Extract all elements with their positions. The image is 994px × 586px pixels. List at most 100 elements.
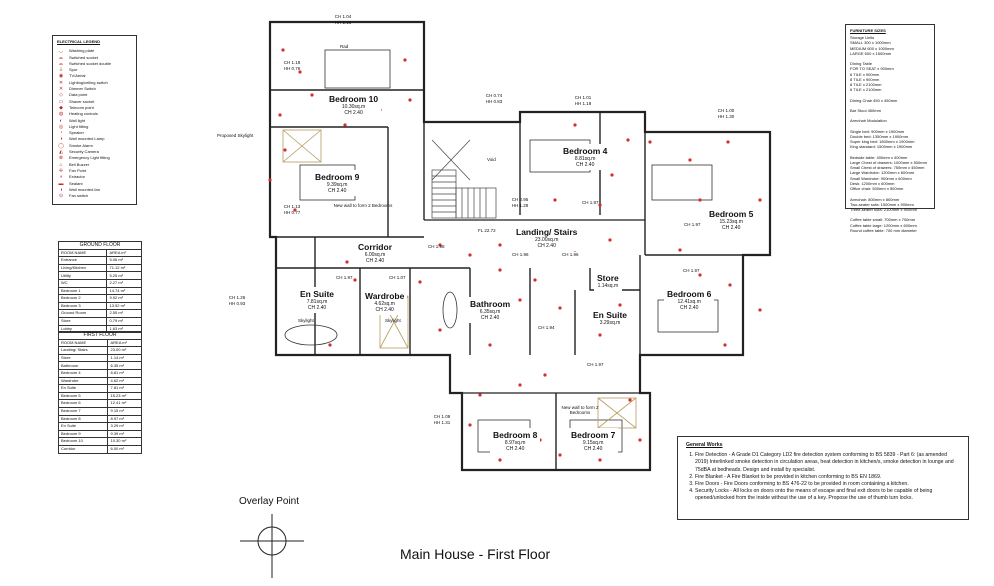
legend-item-label: Lighting/ceiling switch: [69, 79, 108, 85]
electrical-point: [638, 438, 642, 442]
general-works-title: General Works: [686, 442, 723, 448]
legend-item: ▬Sealant: [57, 181, 132, 187]
ceiling-height-197c: CH 1.97: [683, 268, 700, 273]
legend-symbol-icon: ◖: [59, 174, 63, 181]
legend-item: ◔ Speaker: [57, 130, 132, 136]
legend-item: ◯Smoke Alarm: [57, 143, 132, 149]
ceiling-height-bedroom-9: CH 1.13 HH 0.77: [283, 204, 301, 215]
electrical-point: [628, 398, 632, 402]
legend-symbol-icon: ✕: [58, 79, 64, 86]
legend-item-label: Speaker: [69, 130, 84, 136]
furniture-size-line: Coffee table small: 700mm x 700mm: [850, 217, 916, 223]
electrical-point: [498, 268, 502, 272]
general-works-list: Fire Detection - A Grade D1 Category LD2…: [686, 452, 960, 502]
furniture-size-line: Dining Chair 450 x 450mm: [850, 97, 898, 103]
legend-item: ◎ Light fitting: [57, 124, 132, 130]
electrical-point: [468, 423, 472, 427]
electrical-point: [283, 148, 287, 152]
ceiling-height-197d: CH 1.97: [587, 362, 604, 367]
ceiling-height-top-4: CH 1.00 HH 1.30: [717, 108, 735, 119]
legend-symbol-icon: ▭: [58, 98, 64, 105]
legend-symbol-icon: ⏚: [58, 67, 64, 74]
electrical-point: [328, 343, 332, 347]
electrical-point: [626, 138, 630, 142]
note-new-wall-bedroom-7: New wall to form 2 Bedrooms: [561, 405, 599, 415]
legend-item-label: Fan switch: [69, 193, 89, 199]
legend-item: ✢Fan Point: [57, 168, 132, 174]
electrical-point: [488, 343, 492, 347]
ceiling-height-198: CH 1.98: [428, 244, 445, 249]
electrical-point: [278, 113, 282, 117]
legend-item-label: Heating controls: [69, 111, 98, 117]
general-works-item: Fire Doors - Fire Doors conforming to BS…: [695, 481, 960, 488]
legend-item-label: Bell Buzzer: [69, 161, 90, 167]
stairs: [431, 139, 497, 219]
legend-item-label: Data point: [69, 92, 88, 98]
legend-item-label: Light fitting: [69, 123, 89, 129]
legend-symbol-icon: ◎: [58, 123, 64, 130]
legend-item-label: Sealant: [69, 180, 83, 186]
furniture-size-line: Office chair: 500mm x 500mm: [850, 186, 904, 192]
legend-item: ◑Wall mounted fan: [57, 187, 132, 193]
electrical-point: [678, 248, 682, 252]
legend-item-label: Shaver socket: [69, 98, 95, 104]
legend-symbol-icon: ◑: [59, 136, 63, 143]
furniture-size-line: Armchair Modulation: [850, 118, 887, 124]
overlay-point-label: Overlay Point: [239, 496, 300, 507]
legend-symbol-icon: ◡: [58, 48, 64, 55]
furniture-size-line: Small Chest of drawers: 750mm x 450mm: [850, 165, 925, 171]
note-proposed-skylight: Proposed Skylight: [217, 133, 254, 138]
ceiling-height-lower: CH 1.09 HH 1.31: [433, 414, 451, 425]
furniture-size-line: Storage Units: [850, 35, 875, 41]
area-cell: 6.00 m²: [107, 444, 142, 454]
electrical-point: [438, 328, 442, 332]
legend-item-label: Spur: [69, 67, 78, 73]
furniture-size-line: Large Chest of drawers: 1000mm x 500mm: [850, 160, 927, 166]
furniture-size-line: Double bed: 1350mm x 1900mm: [850, 134, 909, 140]
ceiling-height-197: CH 1.97: [582, 200, 599, 205]
note-void: Void: [487, 157, 496, 162]
general-works-item: Security Locks - All locks on doors onto…: [695, 488, 960, 502]
legend-symbol-icon: ⌂: [59, 161, 63, 168]
legend-item: ◇Data point: [57, 92, 132, 98]
furniture-size-line: SMALL 300 x 1000mm: [850, 40, 891, 46]
ceiling-height-bedroom-10: CH 1.18 HH 0.76: [283, 60, 301, 71]
legend-symbol-icon: ◭: [59, 149, 63, 156]
furniture-size-line: 6 TILE x 900mm: [850, 71, 880, 77]
electrical-point: [310, 93, 314, 97]
ceiling-height-left: CH 1.26 HH 0.93: [228, 295, 246, 306]
furniture-size-line: Bar Stool 450mm: [850, 108, 881, 114]
electrical-point: [543, 373, 547, 377]
electrical-point: [723, 343, 727, 347]
electrical-point: [418, 280, 422, 284]
electrical-point: [478, 393, 482, 397]
legend-symbol-icon: ⌓: [59, 60, 63, 67]
furniture-size-line: 8 TILE x 900mm: [850, 76, 880, 82]
legend-item: ⌓ Switched socket double: [57, 61, 132, 67]
legend-item: ◍Heating controls: [57, 111, 132, 117]
legend-item-label: Switched socket double: [69, 60, 112, 66]
furniture-size-line: Super king bed: 1800mm x 1900mm: [850, 139, 915, 145]
furniture-size-line: Dining Table: [850, 61, 872, 67]
furniture-size-line: FOR TO SEAT x 900mm: [850, 66, 894, 72]
electrical-point: [688, 158, 692, 162]
electrical-point: [598, 333, 602, 337]
electrical-point: [618, 303, 622, 307]
legend-item: ◐Wall light: [57, 118, 132, 124]
bathroom-tub: [442, 291, 458, 329]
electrical-point: [403, 58, 407, 62]
ceiling-height-194: CH 1.94: [538, 325, 555, 330]
electrical-point: [518, 298, 522, 302]
legend-symbol-icon: ◔: [59, 130, 63, 137]
electrical-point: [343, 123, 347, 127]
electrical-point: [558, 306, 562, 310]
ceiling-height-bedroom-5: CH 1.97: [684, 222, 701, 227]
